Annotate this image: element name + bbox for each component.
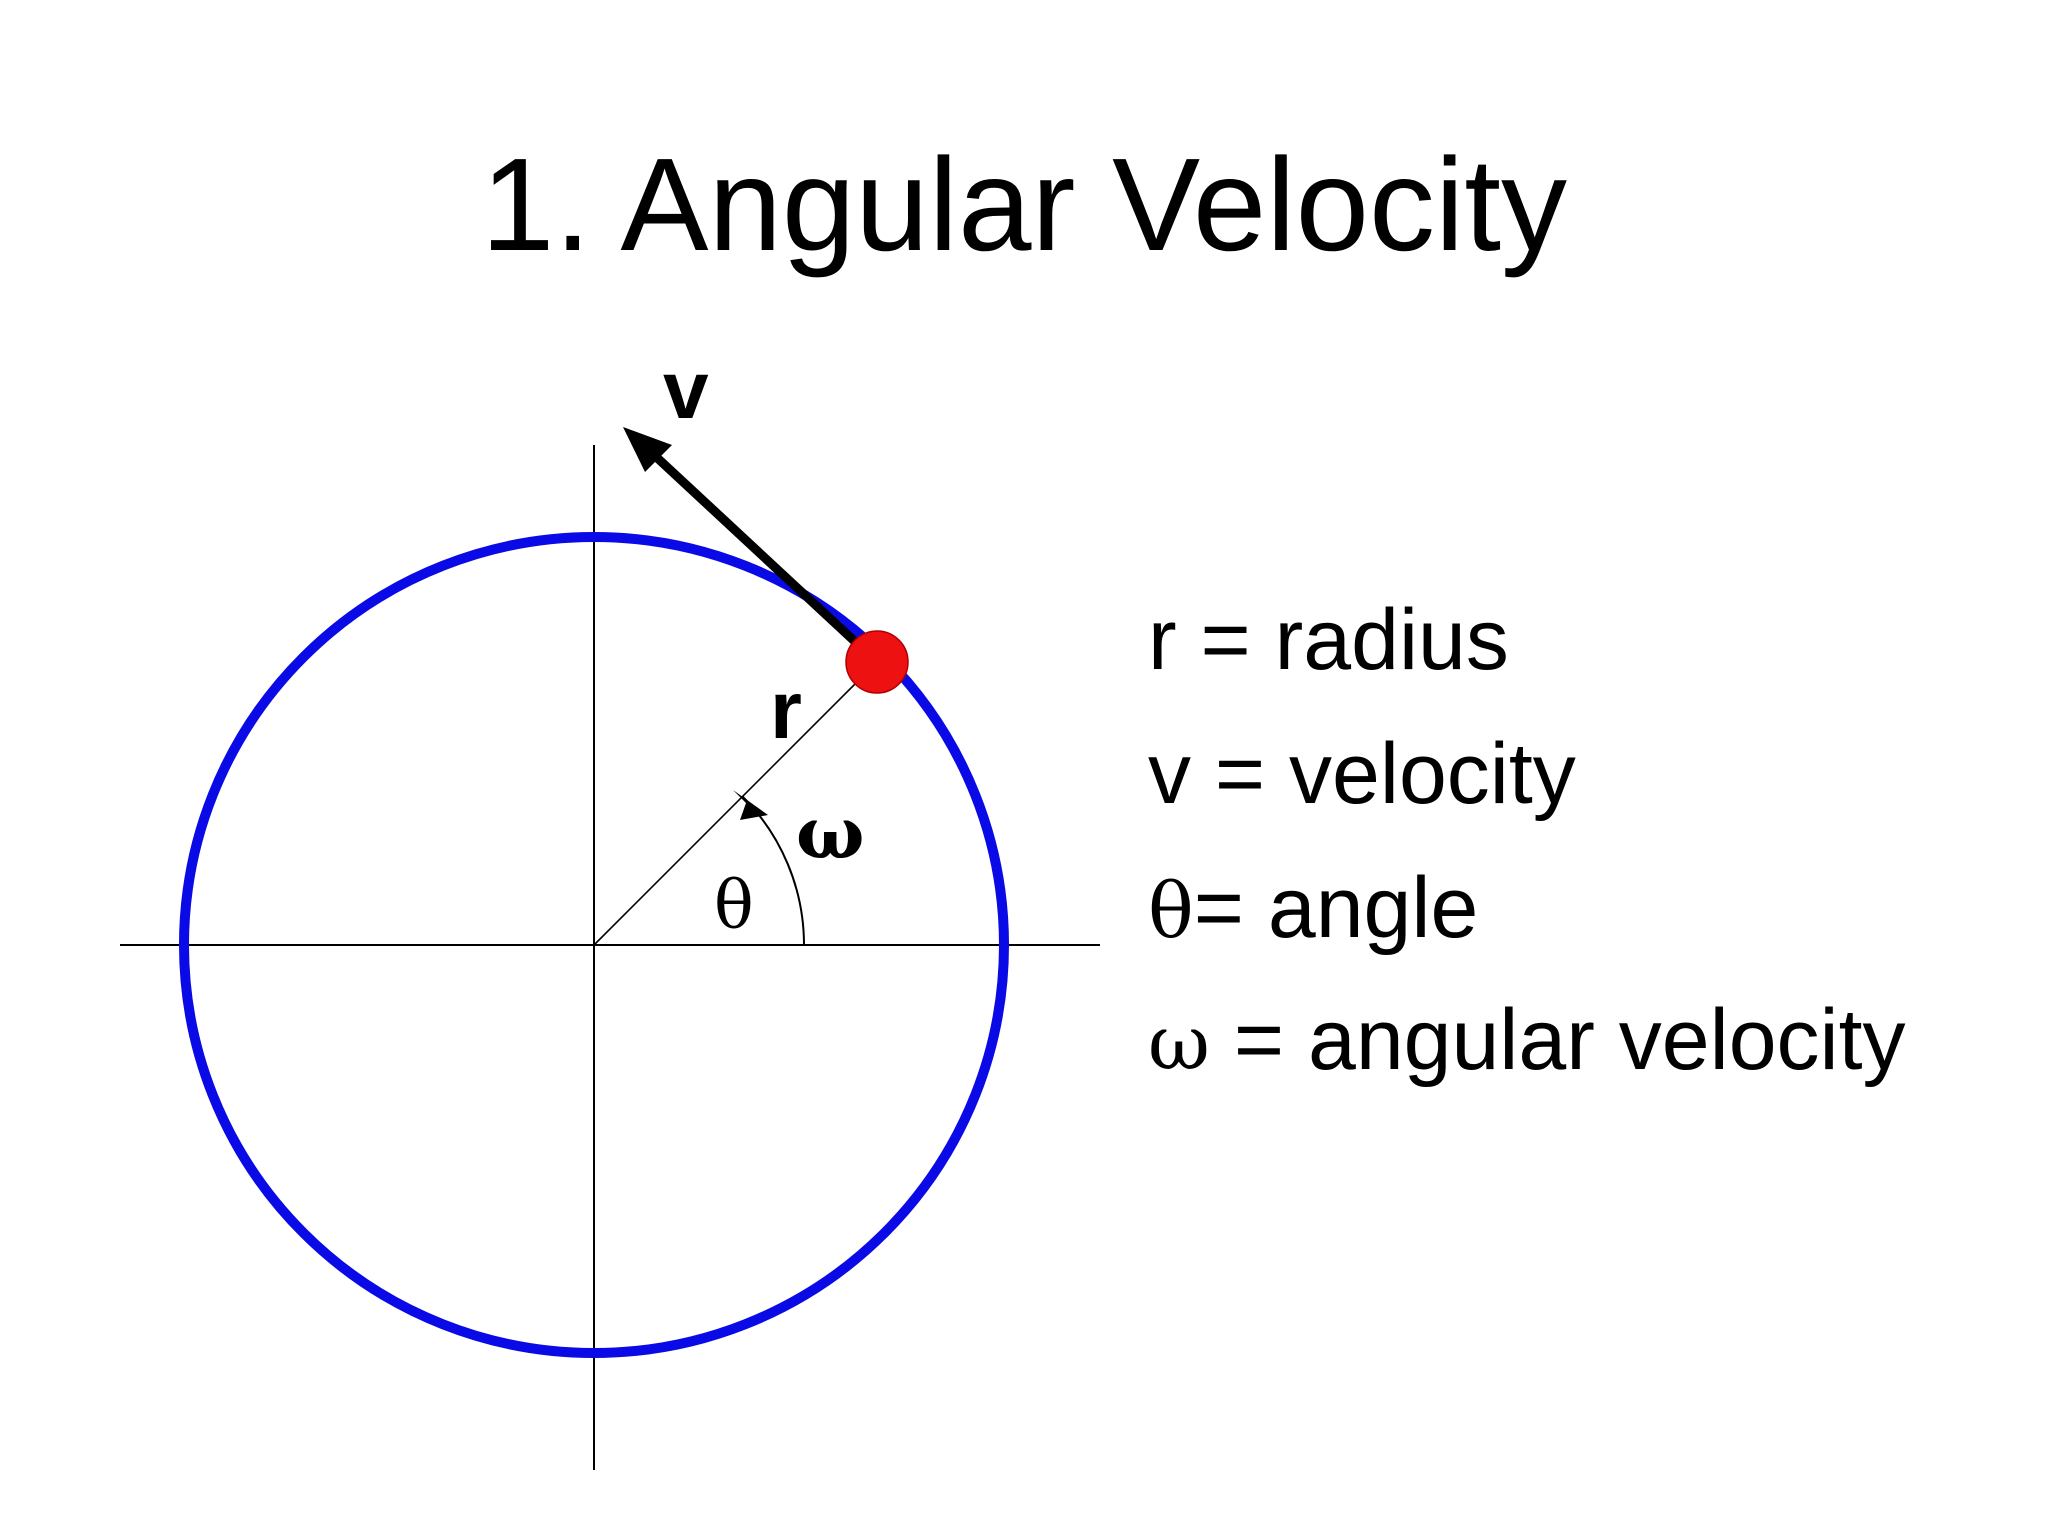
legend-item-angular-velocity: ω = angular velocity (1148, 990, 1906, 1093)
radius-line (593, 661, 878, 946)
legend-text: = angle (1193, 860, 1479, 956)
circular-path (179, 532, 1009, 1358)
slide-title: 1. Angular Velocity (480, 131, 1568, 278)
particle (845, 630, 909, 694)
angle-arc (741, 795, 805, 946)
legend-item-radius: r = radius (1148, 590, 1509, 693)
label-omega: ω (796, 790, 865, 875)
velocity-vector (634, 436, 868, 654)
velocity-arrowhead (623, 427, 672, 472)
label-r: r (770, 665, 802, 756)
legend-item-angle: θ= angle (1148, 858, 1478, 961)
legend-text: = angular velocity (1209, 992, 1906, 1088)
label-v: v (663, 345, 709, 436)
label-theta: θ (714, 867, 754, 944)
legend-item-velocity: v = velocity (1148, 724, 1576, 827)
legend-text: v = velocity (1148, 726, 1576, 822)
theta-symbol: θ (1148, 866, 1194, 955)
omega-symbol: ω (1148, 998, 1210, 1087)
legend-text: r = radius (1148, 592, 1509, 688)
